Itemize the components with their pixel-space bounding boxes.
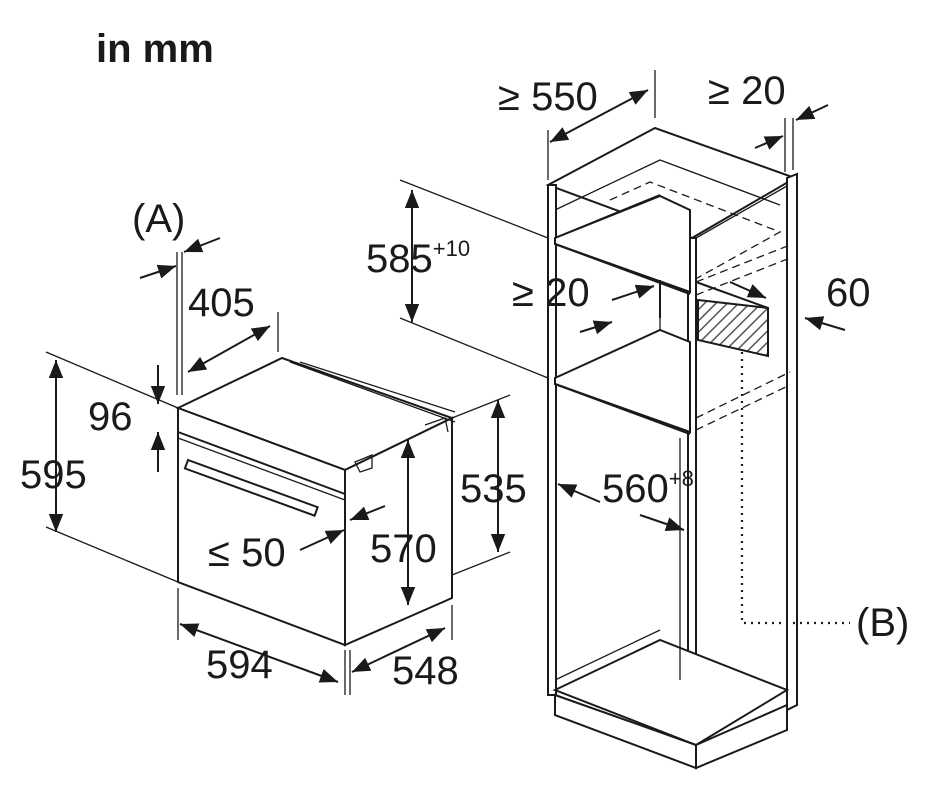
dim-405: 405 <box>188 281 255 325</box>
oven-drawing <box>175 356 456 647</box>
dim-594: 594 <box>206 643 273 687</box>
dim-570: 570 <box>370 527 437 571</box>
unit-label: in mm <box>96 27 214 71</box>
dim-ge20-mid: ≥ 20 <box>512 271 590 315</box>
dim-560: 560+8 <box>602 466 694 511</box>
dim-96: 96 <box>88 395 133 439</box>
dim-548: 548 <box>392 649 459 693</box>
dim-60: 60 <box>826 271 871 315</box>
dim-560-value: 560 <box>602 467 669 511</box>
dim-ge550: ≥ 550 <box>498 75 598 119</box>
marker-b: (B) <box>856 601 909 645</box>
shelf-upper <box>554 194 691 294</box>
marker-a: (A) <box>132 197 185 241</box>
dim-595: 595 <box>20 453 87 497</box>
dim-535: 535 <box>460 467 527 511</box>
oven-handle <box>183 458 319 517</box>
dim-585: 585+10 <box>366 236 470 281</box>
dim-585-tolerance: +10 <box>433 236 470 261</box>
cabinet-base <box>552 638 790 747</box>
vent-cutout <box>697 298 769 358</box>
cabinet-drawing <box>545 126 798 770</box>
dim-le50: ≤ 50 <box>208 531 286 575</box>
dim-ge20-top: ≥ 20 <box>708 69 786 113</box>
oven-front-face <box>177 406 346 647</box>
marker-b-leader <box>740 352 850 625</box>
dim-585-value: 585 <box>366 237 433 281</box>
dim-560-tolerance: +8 <box>669 466 694 491</box>
shelf-lower <box>554 328 691 434</box>
